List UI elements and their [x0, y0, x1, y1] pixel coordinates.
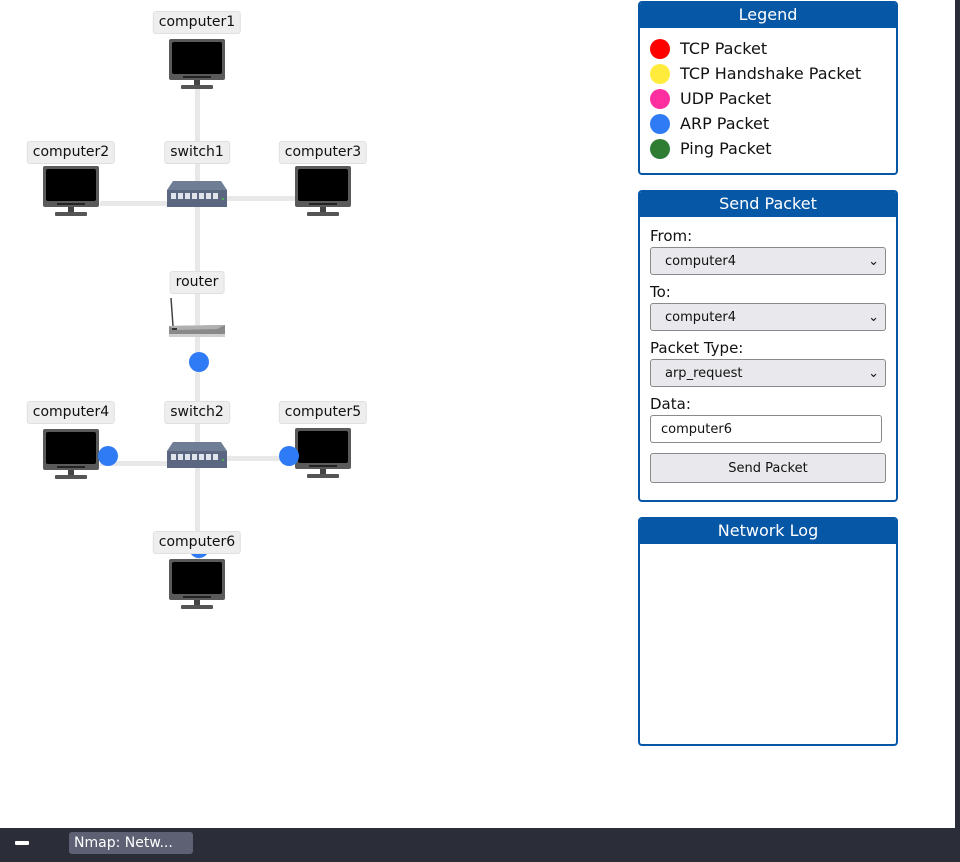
from-select[interactable]: computer4 ⌄	[650, 247, 886, 275]
network-log-title: Network Log	[640, 519, 896, 544]
legend-item-udp: UDP Packet	[640, 86, 896, 111]
switch1-switch-icon[interactable]	[165, 179, 229, 209]
legend-label: UDP Packet	[680, 89, 772, 108]
legend-label: TCP Packet	[680, 39, 768, 58]
send-packet-title: Send Packet	[640, 192, 896, 217]
legend-label: TCP Handshake Packet	[680, 64, 862, 83]
from-label: From:	[650, 227, 693, 245]
legend-item-ping: Ping Packet	[640, 136, 896, 161]
computer3-monitor-icon[interactable]	[294, 165, 352, 217]
legend-label: ARP Packet	[680, 114, 770, 133]
tcp-dot-icon	[650, 38, 670, 59]
arp-packet	[189, 352, 209, 372]
packet-type-label: Packet Type:	[650, 339, 744, 357]
arp-packet	[98, 446, 118, 466]
node-label-computer1: computer1	[152, 11, 242, 34]
window-edge	[955, 0, 960, 828]
computer6-monitor-icon[interactable]	[168, 558, 226, 610]
computer4-monitor-icon[interactable]	[42, 428, 100, 480]
network-log-panel: Network Log	[638, 517, 898, 746]
arp-packet	[279, 446, 299, 466]
computer5-monitor-icon[interactable]	[294, 427, 352, 479]
link-computer2-switch1	[100, 201, 172, 206]
arp-dot-icon	[650, 113, 670, 134]
legend-item-tcp-handshake: TCP Handshake Packet	[640, 61, 896, 86]
legend-item-tcp: TCP Packet	[640, 36, 896, 61]
taskbar: Nmap: Netw...	[0, 828, 960, 862]
send-packet-button[interactable]: Send Packet	[650, 453, 886, 483]
send-packet-panel: Send Packet From: computer4 ⌄ To: compute…	[638, 190, 898, 502]
legend-title: Legend	[640, 3, 896, 28]
link-switch1-computer3	[224, 196, 298, 201]
legend-label: Ping Packet	[680, 139, 772, 158]
link-switch2-computer5	[224, 456, 298, 461]
packet-type-value: arp_request	[665, 365, 743, 381]
minimize-icon[interactable]	[15, 841, 29, 845]
to-select[interactable]: computer4 ⌄	[650, 303, 886, 331]
udp-dot-icon	[650, 88, 670, 109]
legend-panel: Legend TCP Packet TCP Handshake Packet U…	[638, 1, 898, 175]
node-label-switch1: switch1	[164, 141, 230, 164]
taskbar-task-nmap[interactable]: Nmap: Netw...	[69, 832, 193, 854]
node-label-computer6: computer6	[152, 531, 242, 554]
node-label-computer5: computer5	[278, 401, 368, 424]
chevron-down-icon: ⌄	[868, 309, 879, 325]
network-canvas: computer1 computer2 switch1 computer3 ro…	[26, 11, 368, 828]
switch2-switch-icon[interactable]	[165, 440, 229, 470]
node-label-switch2: switch2	[164, 401, 230, 424]
packet-type-select[interactable]: arp_request ⌄	[650, 359, 886, 387]
tcp-handshake-dot-icon	[650, 63, 670, 84]
from-value: computer4	[665, 253, 736, 269]
legend-item-arp: ARP Packet	[640, 111, 896, 136]
node-label-router: router	[169, 271, 225, 294]
ping-dot-icon	[650, 138, 670, 159]
to-label: To:	[650, 283, 671, 301]
data-label: Data:	[650, 395, 691, 413]
router-icon[interactable]	[167, 296, 227, 340]
node-label-computer2: computer2	[26, 141, 116, 164]
node-label-computer4: computer4	[26, 401, 116, 424]
data-input[interactable]: computer6	[650, 415, 882, 443]
chevron-down-icon: ⌄	[868, 253, 879, 269]
computer2-monitor-icon[interactable]	[42, 165, 100, 217]
chevron-down-icon: ⌄	[868, 365, 879, 381]
to-value: computer4	[665, 309, 736, 325]
link-computer4-switch2	[100, 461, 172, 466]
node-label-computer3: computer3	[278, 141, 368, 164]
computer1-monitor-icon[interactable]	[168, 38, 226, 90]
